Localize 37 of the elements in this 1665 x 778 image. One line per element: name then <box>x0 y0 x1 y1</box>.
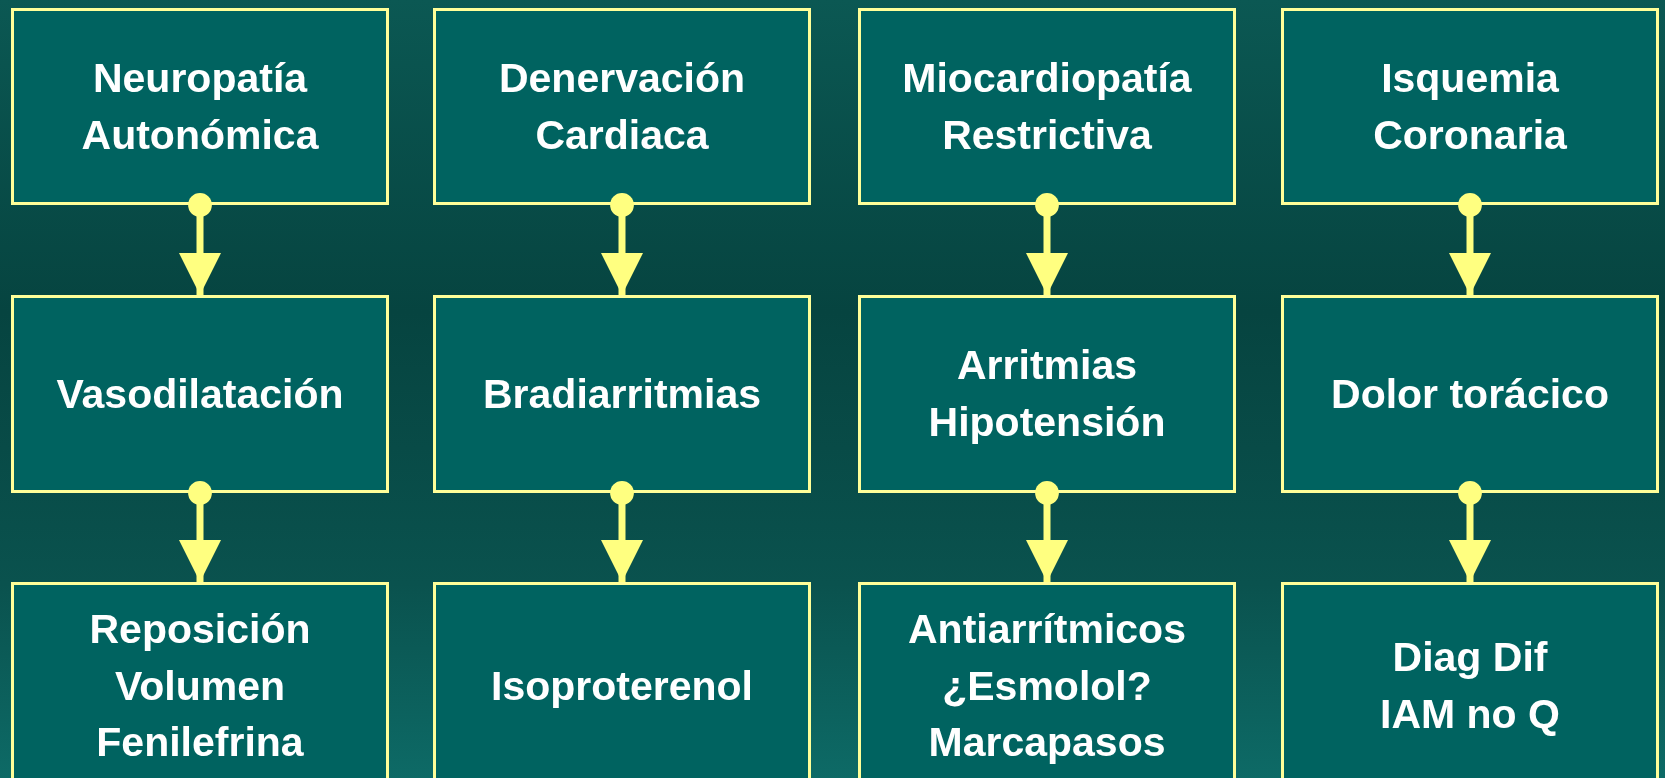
process-box <box>11 295 389 493</box>
box-text: Miocardiopatía Restrictiva <box>901 53 1193 160</box>
process-box <box>433 8 811 205</box>
box-text: Arritmias <box>957 341 1137 391</box>
box-text: Neuropatía Autonómica <box>80 53 320 160</box>
box-text: Isoproterenol <box>491 661 753 711</box>
arrow <box>179 193 221 295</box>
process-box <box>1281 8 1659 205</box>
arrow <box>1026 481 1068 582</box>
arrow <box>1449 193 1491 295</box>
process-box <box>1281 582 1659 778</box>
process-box <box>858 8 1236 205</box>
box-text: IAM no Q <box>1380 690 1560 739</box>
box-text: Antiarrítmicos <box>908 605 1186 655</box>
arrow <box>601 481 643 582</box>
box-text: Fenilefrina <box>96 718 304 768</box>
box-text: Diag Dif <box>1392 633 1548 683</box>
box-text: Isquemia Coronaria <box>1372 53 1568 160</box>
process-box <box>858 582 1236 778</box>
arrow <box>1449 481 1491 582</box>
box-text: Marcapasos <box>928 718 1166 768</box>
arrow <box>601 193 643 295</box>
box-text: Vasodilatación <box>56 369 344 419</box>
process-box <box>858 295 1236 493</box>
box-text: Denervación Cardiaca <box>497 53 747 160</box>
process-box <box>1281 295 1659 493</box>
box-text: Reposición Volumen <box>88 605 312 711</box>
arrow <box>1026 193 1068 295</box>
process-box <box>11 582 389 778</box>
box-text: Hipotensión <box>928 398 1166 447</box>
arrow <box>179 481 221 582</box>
box-text: Dolor torácico <box>1331 369 1609 419</box>
process-box <box>433 582 811 778</box>
box-text: ¿Esmolol? <box>942 661 1152 711</box>
process-box <box>433 295 811 493</box>
process-box <box>11 8 389 205</box>
box-text: Bradiarritmias <box>483 369 761 419</box>
